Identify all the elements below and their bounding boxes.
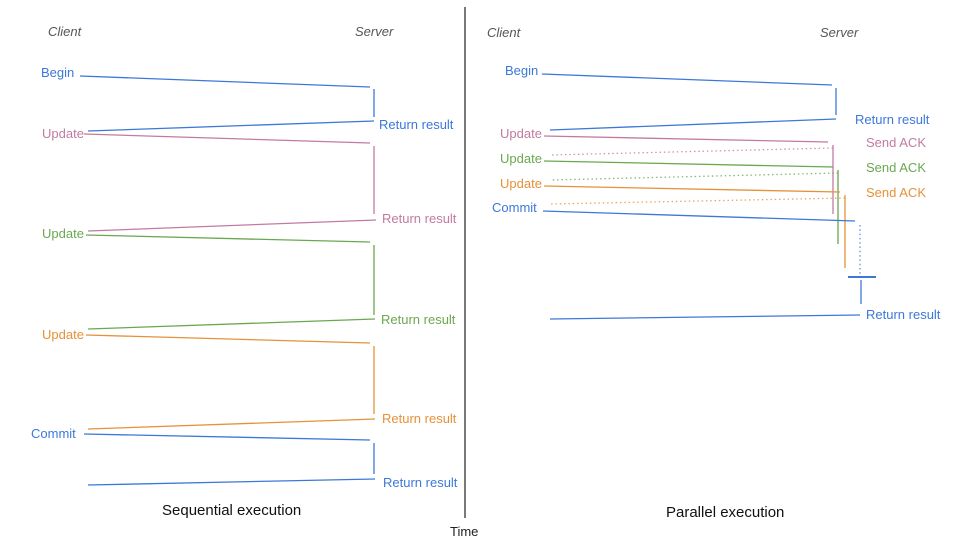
right-update-label-1: Update [500, 126, 542, 141]
left-return-result-label-4: Return result [382, 411, 457, 426]
right-update-label-3: Update [500, 176, 542, 191]
left-update-label-2: Update [42, 226, 84, 241]
left-return-result-label-5: Return result [383, 475, 458, 490]
left-return-result-label-3: Return result [381, 312, 456, 327]
right-return-result-label-1: Return result [855, 112, 930, 127]
right-send-ack-label-1: Send ACK [866, 135, 926, 150]
left-commit-label: Commit [31, 426, 76, 441]
left-update2-exchange [85, 234, 376, 330]
left-update3-exchange [85, 334, 376, 430]
right-update1-exchange [543, 135, 834, 214]
left-begin-exchange [79, 75, 375, 132]
left-server-column-header: Server [355, 24, 394, 39]
left-update-label-1: Update [42, 126, 84, 141]
right-send-ack-label-3: Send ACK [866, 185, 926, 200]
right-update3-exchange [543, 185, 846, 268]
right-commit-exchange [542, 210, 876, 320]
right-commit-label: Commit [492, 200, 537, 215]
left-begin-label: Begin [41, 65, 75, 80]
right-send-ack-label-2: Send ACK [866, 160, 926, 175]
left-return-result-label-1: Return result [379, 117, 454, 132]
right-diagram-title: Parallel execution [666, 504, 785, 521]
right-begin-label: Begin [505, 63, 539, 78]
right-update-label-2: Update [500, 151, 542, 166]
left-update-label-3: Update [42, 327, 84, 342]
right-client-column-header: Client [487, 25, 521, 40]
left-diagram-title: Sequential execution [162, 502, 302, 519]
right-server-column-header: Server [820, 25, 859, 40]
right-update2-exchange [543, 160, 839, 244]
left-commit-exchange [83, 433, 376, 486]
left-return-result-label-2: Return result [382, 211, 457, 226]
right-return-result-label-2: Return result [866, 307, 941, 322]
time-axis-label: Time [450, 524, 479, 539]
left-update1-exchange [83, 133, 377, 232]
left-client-column-header: Client [48, 24, 82, 39]
right-begin-exchange [541, 73, 837, 131]
